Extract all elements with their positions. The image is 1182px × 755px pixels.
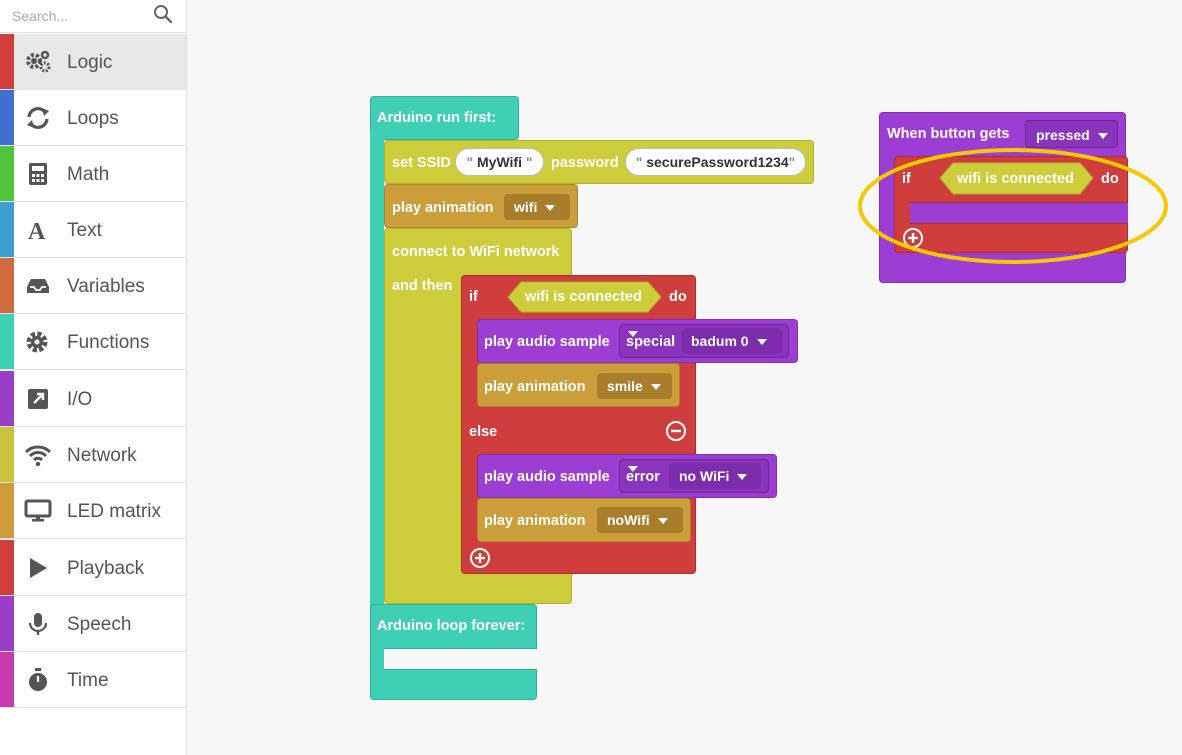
- category-color-strip: [0, 258, 14, 313]
- play-animation-label: play animation: [484, 379, 586, 395]
- animation-dropdown-value: wifi: [514, 199, 538, 215]
- condition-block[interactable]: [507, 281, 662, 313]
- play-audio-label: play audio sample: [484, 334, 610, 350]
- category-label: Text: [67, 220, 102, 241]
- category-color-strip: [0, 146, 14, 201]
- and-then-label: and then: [392, 278, 453, 294]
- category-label: LED matrix: [67, 501, 161, 522]
- svg-text:A: A: [28, 219, 46, 243]
- category-label: Playback: [67, 558, 145, 579]
- animation-dropdown[interactable]: smile: [597, 373, 672, 399]
- stopwatch-icon: [29, 668, 47, 691]
- category-network[interactable]: Network: [0, 427, 186, 483]
- audio-category-label: error: [626, 469, 660, 485]
- external-link-icon: [28, 389, 48, 409]
- password-value: securePassword1234: [646, 154, 789, 170]
- condition-label: wifi is connected: [525, 289, 642, 305]
- audio-sample-value: badum 0: [691, 333, 749, 349]
- category-color-strip: [0, 540, 14, 595]
- if-label: if: [902, 171, 911, 187]
- loop-forever-slot: [384, 648, 537, 670]
- button-action-value: pressed: [1036, 127, 1090, 143]
- category-label: Loops: [67, 108, 119, 129]
- category-led-matrix[interactable]: LED matrix: [0, 483, 186, 539]
- calculator-icon: [29, 163, 47, 185]
- category-color-strip: [0, 427, 14, 482]
- condition-label: wifi is connected: [957, 171, 1074, 187]
- inbox-icon: [27, 279, 49, 293]
- plus-circle-icon[interactable]: [469, 547, 491, 569]
- audio-sample-dropdown[interactable]: badum 0: [682, 328, 782, 354]
- search-input[interactable]: [12, 6, 147, 26]
- nested-if-slot: [910, 202, 1128, 224]
- category-color-strip: [0, 483, 14, 538]
- button-action-dropdown[interactable]: pressed: [1025, 120, 1118, 148]
- category-color-strip: [0, 652, 14, 707]
- category-label: I/O: [67, 389, 93, 410]
- animation-dropdown-value: smile: [607, 378, 643, 394]
- loop-forever-label: Arduino loop forever:: [377, 618, 526, 634]
- minus-circle-icon[interactable]: [665, 420, 687, 442]
- cog-icon: [26, 331, 48, 353]
- category-label: Variables: [67, 276, 145, 297]
- category-logic[interactable]: Logic: [0, 34, 186, 90]
- category-variables[interactable]: Variables: [0, 258, 186, 314]
- button-event-label: When button gets: [887, 126, 1010, 142]
- monitor-icon: [24, 499, 52, 522]
- play-audio-label: play audio sample: [484, 469, 610, 485]
- run-first-label: Arduino run first:: [377, 110, 497, 126]
- category-label: Logic: [67, 52, 113, 73]
- password-label: password: [551, 155, 619, 171]
- letter-a-icon: A: [28, 219, 46, 243]
- play-animation-label: play animation: [392, 200, 494, 216]
- category-text[interactable]: A Text: [0, 202, 186, 258]
- category-playback[interactable]: Playback: [0, 540, 186, 596]
- ssid-value-field[interactable]: " MyWifi ": [455, 148, 544, 176]
- category-speech[interactable]: Speech: [0, 596, 186, 652]
- plus-circle-icon[interactable]: [902, 227, 924, 249]
- category-functions[interactable]: Functions: [0, 314, 186, 370]
- category-label: Math: [67, 164, 110, 185]
- microphone-icon: [28, 613, 48, 635]
- category-sidebar: Logic Loops Math A Text: [0, 0, 187, 755]
- play-animation-label: play animation: [484, 513, 586, 529]
- audio-category-label: special: [626, 334, 676, 350]
- set-ssid-label: set SSID: [392, 155, 451, 171]
- animation-dropdown-value: noWifi: [607, 512, 650, 528]
- gears-icon: [26, 50, 51, 73]
- arduino-run-first-block[interactable]: [370, 96, 519, 140]
- else-label: else: [469, 424, 498, 440]
- play-icon: [30, 558, 47, 578]
- audio-sample-dropdown[interactable]: no WiFi: [669, 463, 761, 489]
- category-label: Speech: [67, 614, 132, 635]
- loop-arrows-icon: [27, 107, 49, 129]
- animation-dropdown[interactable]: noWifi: [597, 507, 683, 533]
- category-label: Time: [67, 670, 109, 691]
- if-label: if: [469, 289, 478, 305]
- search-bar: [0, 0, 186, 33]
- category-label: Network: [67, 445, 137, 466]
- category-color-strip: [0, 34, 14, 89]
- category-color-strip: [0, 202, 14, 257]
- do-label: do: [1101, 171, 1119, 187]
- connect-wifi-label: connect to WiFi network: [392, 244, 560, 260]
- arduino-run-first-body: [370, 130, 384, 612]
- category-loops[interactable]: Loops: [0, 90, 186, 146]
- category-io[interactable]: I/O: [0, 371, 186, 427]
- animation-dropdown[interactable]: wifi: [504, 194, 570, 220]
- audio-sample-value: no WiFi: [679, 468, 730, 484]
- category-label: Functions: [67, 332, 150, 353]
- category-color-strip: [0, 314, 14, 369]
- category-math[interactable]: Math: [0, 146, 186, 202]
- wifi-icon: [24, 445, 52, 467]
- ssid-value: MyWifi: [477, 154, 522, 170]
- category-time[interactable]: Time: [0, 652, 186, 708]
- category-color-strip: [0, 90, 14, 145]
- do-label: do: [669, 289, 687, 305]
- category-color-strip: [0, 596, 14, 651]
- password-value-field[interactable]: " securePassword1234": [625, 148, 806, 176]
- search-icon[interactable]: [153, 4, 173, 24]
- category-color-strip: [0, 371, 14, 426]
